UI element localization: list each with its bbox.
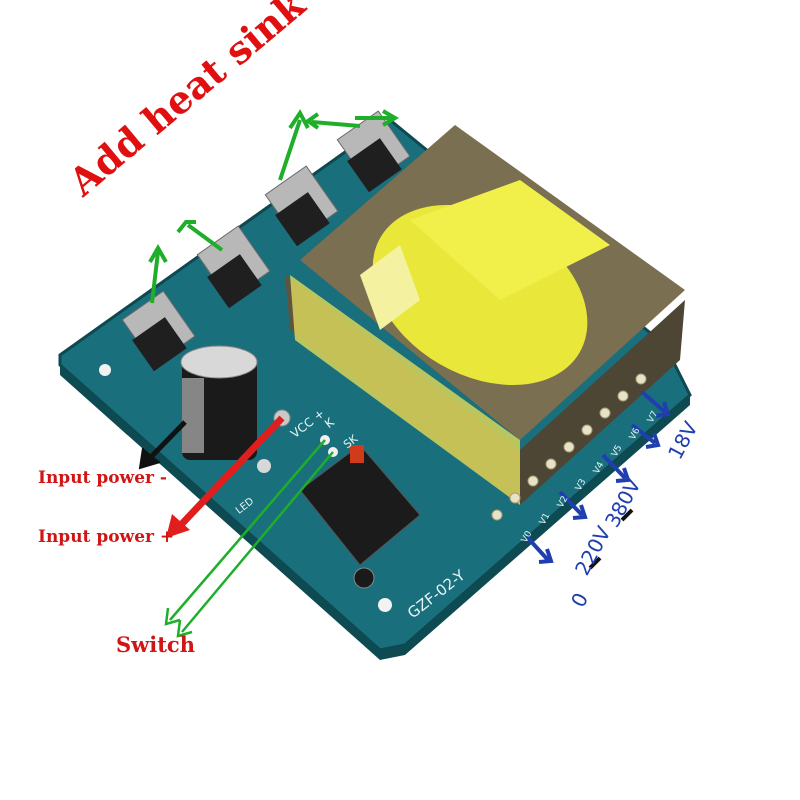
mosfet-4 — [336, 110, 411, 193]
mosfet-1 — [121, 290, 196, 372]
mounting-hole — [378, 598, 392, 612]
input-power-minus-label: Input power - — [38, 468, 167, 488]
tap-pins — [491, 373, 647, 521]
transformer — [285, 125, 685, 505]
transformer-coil-front — [290, 275, 520, 505]
input-plus-arrow — [175, 415, 285, 531]
input-minus-arrow — [148, 420, 187, 460]
switch-arrows — [164, 439, 334, 638]
transformer-coil-band — [410, 180, 610, 300]
led — [257, 459, 271, 473]
tap-dash-220 — [588, 556, 602, 570]
mounting-hole — [99, 364, 111, 376]
switch-label: Switch — [116, 632, 195, 657]
transformer-window-left — [360, 245, 420, 330]
input-power-plus-label: Input power + — [38, 527, 175, 547]
small-capacitor — [353, 567, 375, 589]
mosfet-3 — [264, 165, 339, 247]
electrolytic-capacitor — [180, 345, 258, 460]
ic-chip — [299, 444, 421, 566]
tap-dash-380 — [620, 508, 634, 522]
input-minus-arrowhead — [138, 447, 161, 470]
red-capacitor — [350, 445, 364, 463]
tap-arrows — [525, 390, 671, 564]
input-plus-arrowhead — [166, 514, 190, 538]
pcb-board-edge — [60, 365, 690, 660]
heat-sink-arrows — [148, 109, 399, 304]
transformer-core-side — [520, 300, 685, 505]
